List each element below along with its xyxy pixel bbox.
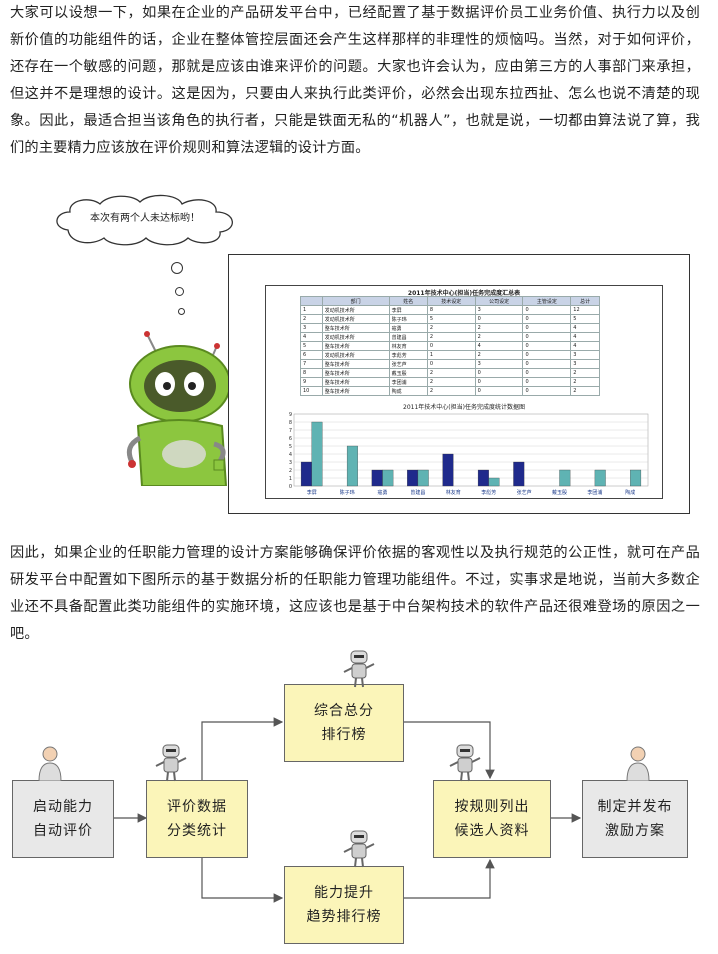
mini-robot-icon [154,742,188,782]
step-publish-incentive: 制定并发布 激励方案 [582,780,688,858]
mini-robot-icon [448,742,482,782]
step-trend-ranking: 能力提升 趋势排行榜 [284,866,404,944]
step-list-candidates: 按规则列出 候选人资料 [433,780,551,858]
step-overall-ranking: 综合总分 排行榜 [284,684,404,762]
mini-robot-icon [342,828,376,868]
person-icon [36,745,64,781]
step-classify-statistics: 评价数据 分类统计 [146,780,248,858]
person-icon [624,745,652,781]
mini-robot-icon [342,648,376,688]
step-start-evaluation: 启动能力 自动评价 [12,780,114,858]
